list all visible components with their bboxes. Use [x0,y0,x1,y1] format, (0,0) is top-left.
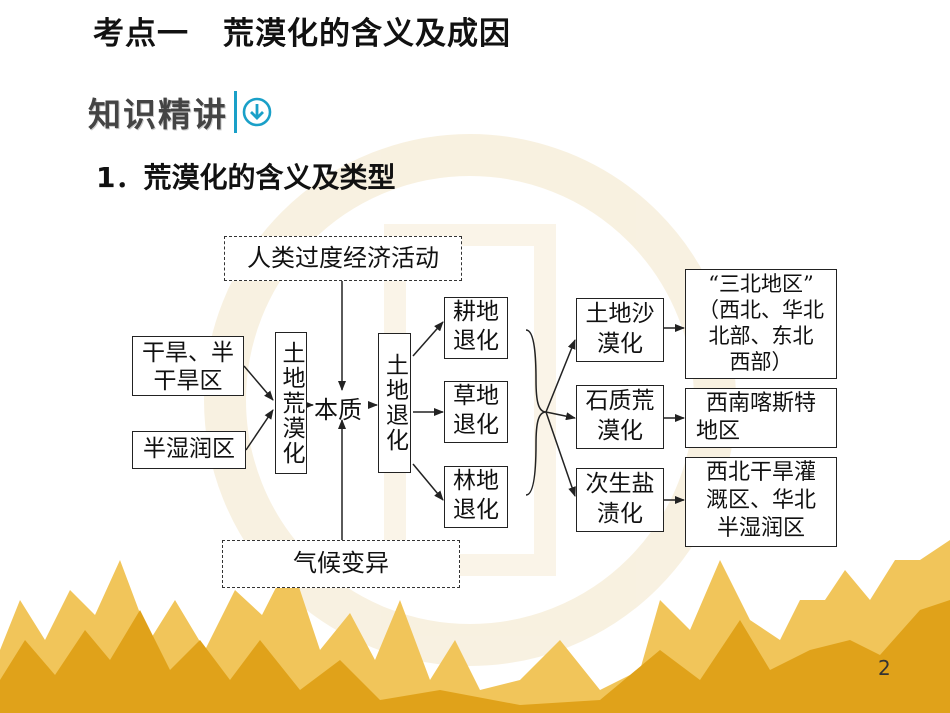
region-sandy-line-4: 西部） [729,350,793,374]
arrow-rocky [545,411,576,421]
land-desertification-text: 土地荒漠化 [278,340,304,466]
region-sandy-line-2: （西北、华北 [698,298,824,322]
farmland-box: 耕地 退化 [444,297,508,359]
saline-line-1: 次生盐 [585,471,655,497]
down-arrow-circle-icon [242,97,272,127]
region-rocky-box: 西南喀斯特 地区 [685,388,837,448]
grassland-box: 草地 退化 [444,381,508,443]
mountain-silhouette [0,540,950,713]
title-part1: 考点一 [93,16,189,52]
semi-humid-box: 半湿润区 [132,431,246,469]
land-desertification-box: 土地荒漠化 [275,332,307,474]
sandy-desertification-box: 土地沙 漠化 [576,298,664,362]
arid-region-line-2: 干旱区 [153,368,223,394]
section-header: 知识精讲 [88,88,272,136]
sandy-line-2: 漠化 [597,331,643,357]
region-saline-box: 西北干旱灌 溉区、华北 半湿润区 [685,457,837,547]
region-rocky-line-1: 西南喀斯特 [705,391,816,416]
arrow-arid [243,365,274,401]
arid-region-box: 干旱、半 干旱区 [132,336,244,396]
page-number: 2 [878,656,891,680]
grassland-line-1: 草地 [453,383,499,409]
region-saline-line-1: 西北干旱灌 [705,460,816,485]
land-degradation-box: 土地退化 [378,333,411,473]
region-sandy-line-1: “三北地区” [708,272,814,296]
region-sandy-box: “三北地区” （西北、华北 北部、东北 西部） [685,269,837,379]
region-rocky-line-2: 地区 [696,419,741,444]
subtitle: 1．荒漠化的含义及类型 [96,161,396,194]
secondary-salinization-box: 次生盐 渍化 [576,468,664,532]
arid-region-line-1: 干旱、半 [142,340,234,366]
arrow-saline [545,411,576,497]
grassland-line-2: 退化 [453,412,499,438]
forest-box: 林地 退化 [444,466,508,528]
section-divider [234,91,237,133]
climate-change-text: 气候变异 [293,549,389,577]
forest-line-2: 退化 [453,497,499,523]
essence-label: 本质 [314,396,362,424]
arrow-farmland [412,321,444,357]
climate-change-box: 气候变异 [222,540,460,588]
brace [525,329,547,496]
land-degradation-text: 土地退化 [381,353,408,453]
human-activity-text: 人类过度经济活动 [247,244,439,272]
title-part2: 荒漠化的含义及成因 [223,16,511,52]
arrow-sandy [545,339,576,413]
region-sandy-line-3: 北部、东北 [708,324,814,348]
human-activity-box: 人类过度经济活动 [224,236,462,281]
region-saline-line-2: 溉区、华北 [705,488,816,513]
saline-line-2: 渍化 [597,501,643,527]
region-saline-line-3: 半湿润区 [716,516,805,541]
slide-title: 考点一荒漠化的含义及成因 [93,8,511,53]
arrow-forest [412,463,444,501]
section-label: 知识精讲 [88,95,228,134]
farmland-line-2: 退化 [453,328,499,354]
rocky-line-1: 石质荒 [585,388,655,414]
farmland-line-1: 耕地 [453,299,499,325]
arrow-semihumid [245,409,274,451]
rocky-line-2: 漠化 [597,418,643,444]
sandy-line-1: 土地沙 [585,301,655,327]
forest-line-1: 林地 [453,468,499,494]
semi-humid-text: 半湿润区 [143,436,235,462]
rocky-desertification-box: 石质荒 漠化 [576,385,664,449]
